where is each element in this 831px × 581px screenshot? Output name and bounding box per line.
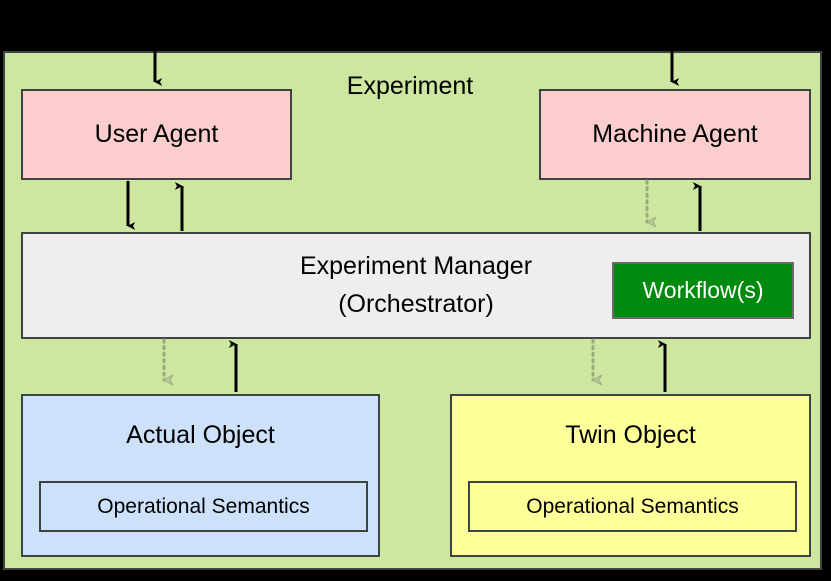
actual-object-operational-semantics-box[interactable]: Operational Semantics	[39, 481, 368, 532]
workflows-box[interactable]: Workflow(s)	[612, 262, 794, 319]
twin-object-title: Twin Object	[565, 421, 696, 449]
experiment-manager-title: Experiment Manager	[299, 252, 533, 280]
twin-object-operational-semantics-label: Operational Semantics	[526, 494, 739, 518]
actual-object-operational-semantics-label: Operational Semantics	[97, 494, 310, 518]
twin-object-box[interactable]: Twin Object Operational Semantics	[450, 394, 811, 557]
user-agent-box[interactable]: User Agent	[21, 89, 292, 180]
workflows-label: Workflow(s)	[642, 277, 764, 303]
experiment-manager-label: Experiment Manager (Orchestrator)	[23, 247, 809, 323]
machine-agent-box[interactable]: Machine Agent	[539, 89, 811, 180]
user-agent-label: User Agent	[94, 120, 219, 148]
actual-object-box[interactable]: Actual Object Operational Semantics	[21, 394, 380, 557]
experiment-manager-box[interactable]: Experiment Manager (Orchestrator) Workfl…	[21, 232, 811, 339]
experiment-manager-subtitle: (Orchestrator)	[338, 290, 494, 318]
twin-object-operational-semantics-box[interactable]: Operational Semantics	[468, 481, 797, 532]
machine-agent-label: Machine Agent	[592, 120, 758, 148]
experiment-title: Experiment	[346, 72, 474, 100]
actual-object-title: Actual Object	[126, 421, 275, 449]
